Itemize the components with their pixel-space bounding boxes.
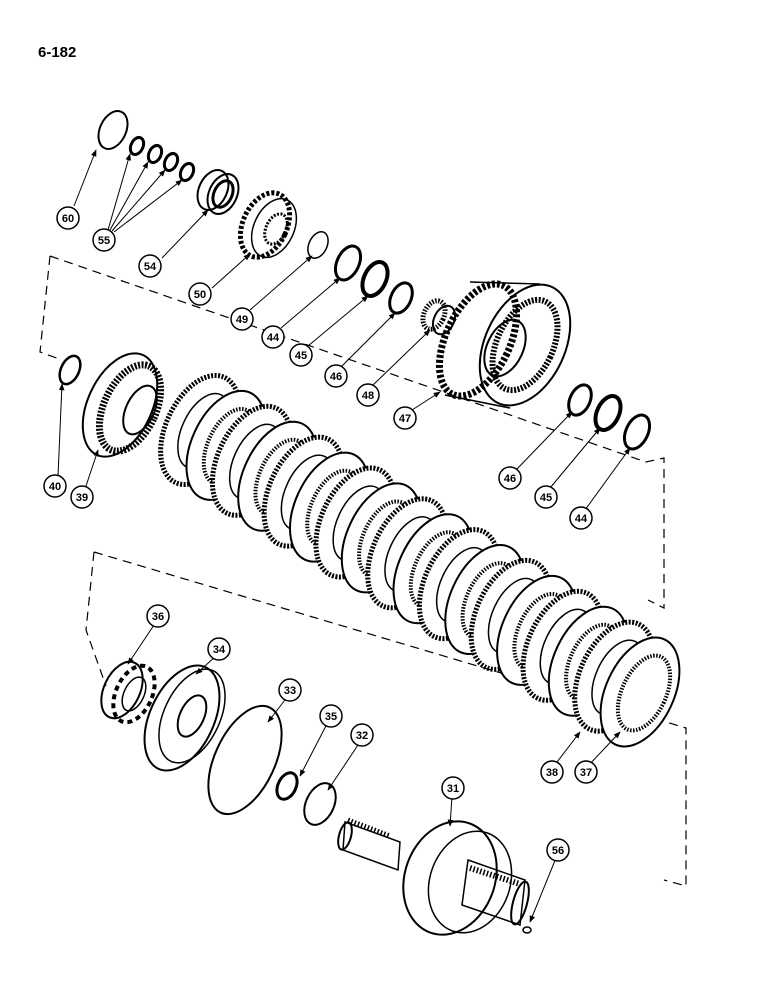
callout-35: 35 (319, 704, 343, 728)
callout-33: 33 (278, 678, 302, 702)
callout-44-lower: 44 (569, 506, 593, 530)
callout-32: 32 (350, 723, 374, 747)
snap-ring-40 (58, 354, 82, 386)
callout-55: 55 (92, 228, 116, 252)
page-number: 6-182 (38, 44, 77, 61)
leader-lines (57, 149, 631, 923)
callout-46-lower: 46 (498, 466, 522, 490)
clutch-plate-bore (615, 653, 673, 733)
dashed-assembly-lines (39, 255, 687, 887)
callout-60: 60 (56, 206, 80, 230)
callout-label: 31 (447, 783, 459, 795)
callout-label: 37 (580, 767, 592, 779)
callout-label: 32 (356, 730, 368, 742)
bearing-36 (100, 660, 157, 725)
callout-label: 39 (76, 492, 88, 504)
thrust-washers-right (567, 383, 652, 451)
callout-label: 33 (284, 685, 296, 697)
callout-39: 39 (70, 485, 94, 509)
clutch-hub-39 (81, 352, 165, 458)
callout-46-upper: 46 (324, 364, 348, 388)
shaft-31 (337, 817, 530, 936)
callout-label: 50 (194, 289, 206, 301)
callout-label: 44 (575, 513, 588, 525)
callout-48: 48 (356, 383, 380, 407)
callouts: 60 55 54 50 49 44 45 46 48 47 40 39 46 4… (43, 206, 598, 862)
callout-label: 56 (552, 845, 564, 857)
callout-31: 31 (441, 776, 465, 800)
callout-47: 47 (393, 406, 417, 430)
plug-56 (522, 926, 532, 934)
callout-label: 55 (98, 235, 110, 247)
callout-label: 34 (213, 644, 226, 656)
callout-label: 48 (362, 390, 374, 402)
callout-label: 35 (325, 711, 337, 723)
clutch-friction-disc (599, 636, 681, 748)
callout-45-upper: 45 (289, 343, 313, 367)
callout-label: 49 (236, 314, 248, 326)
callout-label: 40 (49, 481, 61, 493)
callout-label: 46 (330, 371, 342, 383)
callout-49: 49 (230, 307, 254, 331)
snap-ring-60 (97, 110, 129, 150)
callout-34: 34 (207, 637, 231, 661)
callout-38: 38 (540, 760, 564, 784)
seal-rings-small (275, 771, 337, 826)
callout-label: 36 (152, 611, 164, 623)
callout-label: 47 (399, 413, 411, 425)
gear-50 (237, 190, 298, 260)
callout-label: 46 (504, 473, 516, 485)
shims-55 (128, 135, 196, 183)
callout-label: 38 (546, 767, 558, 779)
callout-44-upper: 44 (261, 325, 285, 349)
callout-45-lower: 45 (534, 485, 558, 509)
callout-54: 54 (138, 254, 162, 278)
callout-40: 40 (43, 474, 67, 498)
callout-label: 45 (540, 492, 552, 504)
thrust-washers-upper (333, 244, 414, 315)
bearing-54 (196, 169, 240, 215)
callout-56: 56 (546, 838, 570, 862)
callout-label: 45 (295, 350, 307, 362)
callout-label: 54 (144, 261, 157, 273)
seal-ring-33 (207, 704, 283, 816)
snap-ring-49 (307, 231, 329, 259)
callout-50: 50 (188, 282, 212, 306)
callout-label: 60 (62, 213, 74, 225)
clutch-pack (158, 373, 681, 748)
callout-label: 44 (267, 332, 280, 344)
ring-gear-47 (435, 280, 572, 409)
callout-37: 37 (574, 760, 598, 784)
callout-36: 36 (146, 604, 170, 628)
piston-34 (143, 664, 226, 772)
